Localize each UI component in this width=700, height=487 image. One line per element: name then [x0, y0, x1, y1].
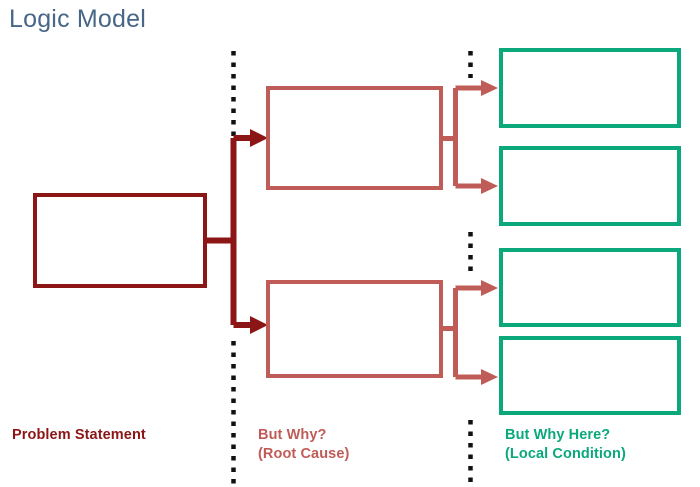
local-condition-box-4[interactable]: [499, 336, 681, 415]
arrowhead-to-condition-1: [481, 80, 498, 96]
problem-statement-box[interactable]: [33, 193, 207, 288]
local-condition-box-3[interactable]: [499, 248, 681, 327]
page-title: Logic Model: [9, 5, 147, 33]
root-cause-box-2[interactable]: [266, 280, 443, 378]
arrowhead-to-condition-3: [481, 280, 498, 296]
connector-cause1-to-conditions: [443, 80, 498, 194]
column-label-problem-statement: Problem Statement: [12, 427, 146, 443]
arrowhead-to-condition-4: [481, 369, 498, 385]
connector-cause2-to-conditions: [443, 280, 498, 385]
root-cause-box-1[interactable]: [266, 86, 443, 190]
connector-problem-to-root-causes: [206, 129, 268, 334]
local-condition-box-1[interactable]: [499, 48, 681, 128]
local-condition-box-2[interactable]: [499, 146, 681, 226]
arrowhead-to-cause-1: [250, 129, 268, 147]
arrowhead-to-cause-2: [250, 316, 268, 334]
column-label-local-condition: But Why Here? (Local Condition): [505, 427, 626, 462]
arrowhead-to-condition-2: [481, 178, 498, 194]
column-label-root-cause: But Why? (Root Cause): [258, 427, 350, 462]
